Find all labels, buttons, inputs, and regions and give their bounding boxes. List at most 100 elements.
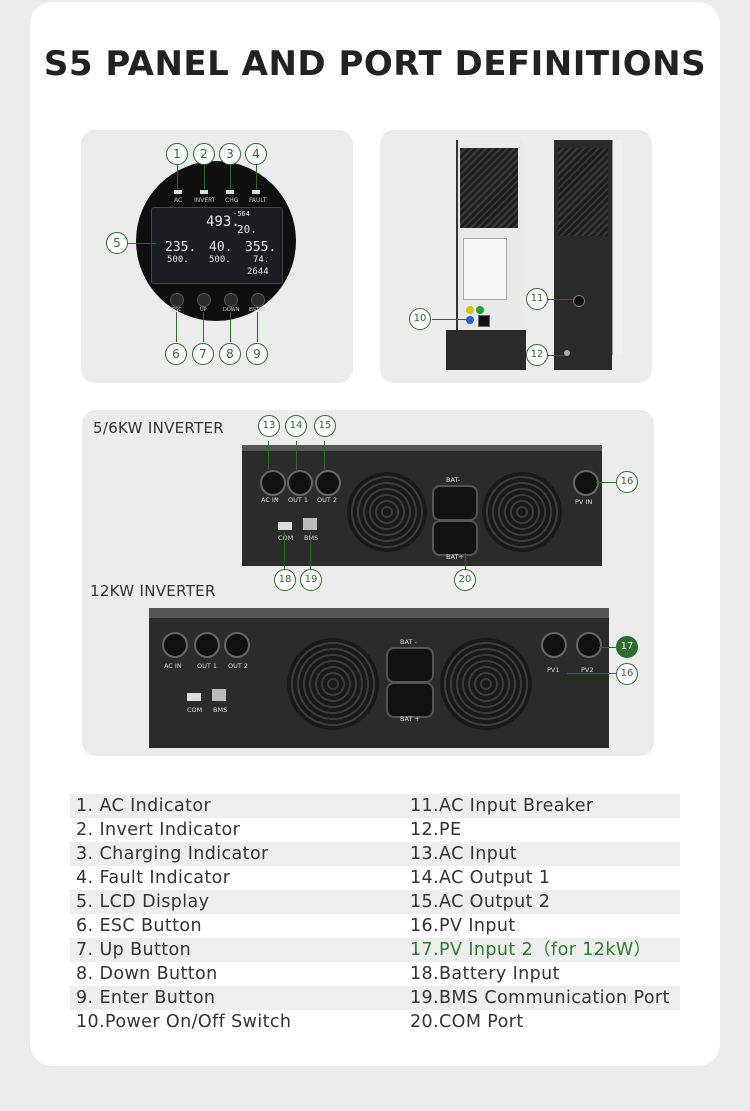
battery-neg-port [432, 485, 478, 521]
side-view-figure: 10 11 12 [380, 130, 652, 383]
pe-terminal [564, 350, 570, 356]
definition-item: 5. LCD Display [76, 892, 210, 912]
power-switch[interactable] [478, 315, 490, 327]
lcd-value: 2644 [247, 267, 269, 277]
table-row: 8. Down Button 18.Battery Input [70, 962, 680, 986]
port-label: OUT 1 [288, 496, 309, 504]
button-label: UP [200, 307, 207, 313]
callout-13: 13 [258, 415, 280, 437]
port-label: PV1 [547, 666, 560, 674]
out2-port [224, 632, 250, 658]
battery-pos-port [432, 520, 478, 556]
indicator-label: AC [174, 197, 183, 204]
lcd-value: 235. [165, 240, 197, 255]
definition-item: 16.PV Input [410, 916, 516, 936]
button-label: ENTER [249, 307, 266, 313]
right-vent [558, 148, 608, 236]
definition-item: 18.Battery Input [410, 964, 560, 984]
fan [440, 638, 532, 730]
table-row: 3. Charging Indicator 13.AC Input [70, 842, 680, 866]
ac-in-port [260, 470, 286, 496]
lcd-value: 493. [206, 214, 240, 230]
table-row: 5. LCD Display 15.AC Output 2 [70, 890, 680, 914]
fan [347, 472, 427, 552]
pv1-port [541, 632, 567, 658]
definition-item: 20.COM Port [410, 1012, 524, 1032]
com-port [278, 522, 292, 530]
port-label: BAT- [446, 476, 461, 484]
down-button[interactable] [224, 293, 238, 307]
out1-port [287, 470, 313, 496]
callout-19: 19 [300, 569, 322, 591]
definition-item: 6. ESC Button [76, 916, 203, 936]
table-row: 1. AC Indicator 11.AC Input Breaker [70, 794, 680, 818]
callout-1: 1 [166, 143, 188, 165]
callout-20: 20 [454, 569, 476, 591]
lcd-value: 20. [237, 223, 257, 236]
table-row: 6. ESC Button 16.PV Input [70, 914, 680, 938]
left-base [446, 330, 526, 370]
fan [482, 472, 562, 552]
indicator-label: INVERT [194, 197, 216, 204]
definition-item-highlight: 17.PV Input 2（for 12kW） [410, 940, 652, 960]
page-title: S5 PANEL AND PORT DEFINITIONS [43, 44, 707, 84]
definition-item: 19.BMS Communication Port [410, 988, 670, 1008]
port-label: BAT + [400, 715, 420, 723]
port-label: COM [187, 706, 203, 714]
ac-input-breaker[interactable] [573, 295, 585, 307]
definition-item: 11.AC Input Breaker [410, 796, 594, 816]
battery-neg-port [386, 647, 434, 683]
table-row: 4. Fault Indicator 14.AC Output 1 [70, 866, 680, 890]
invert-indicator-led [200, 190, 208, 194]
com-port [187, 693, 201, 701]
table-row: 9. Enter Button 19.BMS Communication Por… [70, 986, 680, 1010]
pv2-port [576, 632, 602, 658]
fault-indicator-led [252, 190, 260, 194]
pv-in-port [573, 470, 599, 496]
definition-item: 8. Down Button [76, 964, 218, 984]
definition-item: 13.AC Input [410, 844, 517, 864]
callout-12: 12 [526, 344, 548, 366]
lcd-value: -564 [233, 210, 250, 218]
lcd-value: 500. [167, 255, 189, 265]
callout-16-12kw: 16 [616, 663, 638, 685]
table-row: 2. Invert Indicator 12.PE [70, 818, 680, 842]
battery-pos-port [386, 682, 434, 718]
callout-2: 2 [193, 143, 215, 165]
callout-8: 8 [219, 343, 241, 365]
inverter-5-6kw-label: 5/6KW INVERTER [93, 419, 225, 437]
indicator-label: FAULT [249, 197, 267, 204]
callout-9: 9 [246, 343, 268, 365]
spec-label [463, 238, 507, 300]
definition-item: 14.AC Output 1 [410, 868, 551, 888]
port-label: BAT - [400, 638, 417, 646]
definition-item: 2. Invert Indicator [76, 820, 241, 840]
port-label: BMS [304, 534, 319, 542]
port-label: AC IN [261, 496, 279, 504]
port-label: PV2 [581, 666, 594, 674]
out1-port [194, 632, 220, 658]
callout-10: 10 [409, 308, 431, 330]
definition-item: 10.Power On/Off Switch [76, 1012, 292, 1032]
button-label: DOWN [223, 307, 240, 313]
bms-port [212, 689, 226, 701]
bms-port [303, 518, 317, 530]
port-label: COM [278, 534, 294, 542]
definition-item: 4. Fault Indicator [76, 868, 231, 888]
port-label: BAT+ [446, 553, 464, 561]
button-label: ESC [172, 307, 182, 313]
callout-6: 6 [165, 343, 187, 365]
terminal-green [476, 306, 484, 314]
callout-5: 5 [106, 232, 128, 254]
inverter-12kw-body [149, 608, 609, 748]
charging-indicator-led [226, 190, 234, 194]
definition-item: 7. Up Button [76, 940, 192, 960]
right-panel-edge [612, 140, 623, 355]
inverters-figure: 5/6KW INVERTER AC IN OUT 1 OUT 2 PV IN C… [82, 410, 654, 756]
callout-15: 15 [314, 415, 336, 437]
esc-button[interactable] [170, 293, 184, 307]
up-button[interactable] [197, 293, 211, 307]
lcd-value: 74. [253, 255, 270, 265]
enter-button[interactable] [251, 293, 265, 307]
definitions-table: 1. AC Indicator 11.AC Input Breaker 2. I… [70, 794, 680, 1034]
